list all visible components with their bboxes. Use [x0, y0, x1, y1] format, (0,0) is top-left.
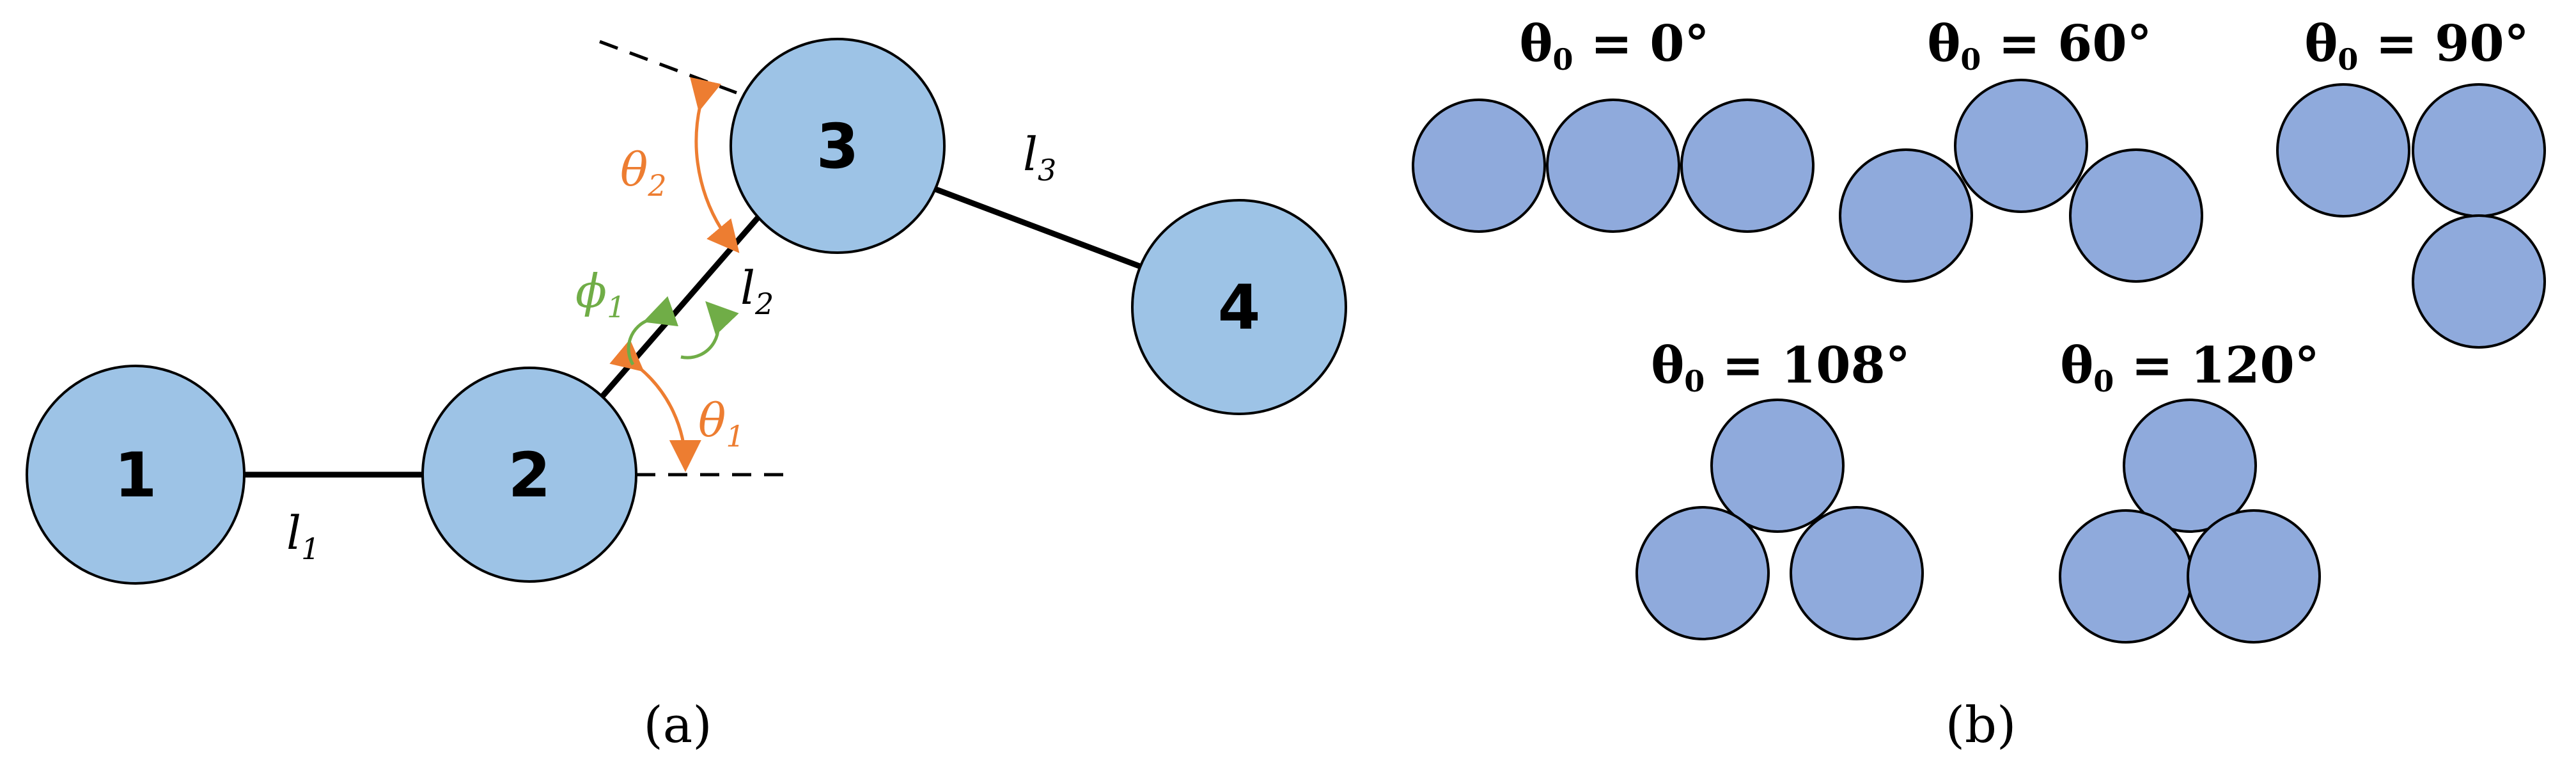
config-90-beads [2276, 83, 2546, 349]
caption-a: (a) [643, 697, 712, 754]
bead-1-label: 1 [114, 439, 157, 511]
config-title-60-sub: 0 [1960, 42, 1981, 77]
angle-arc-theta-1 [609, 339, 701, 472]
dihedral-label-phi-1: ϕ1 [575, 264, 625, 324]
config-0-bead [1546, 99, 1680, 233]
config-title-90: θ0 = 90° [2304, 15, 2529, 77]
config-title-90-base: θ [2304, 15, 2338, 73]
angle-label-theta-2-sub: 2 [647, 168, 666, 203]
bond-length-label-2-base: l [740, 261, 755, 315]
config-title-120-sub: 0 [2093, 364, 2114, 399]
config-90-bead [2412, 83, 2546, 217]
config-title-108-base: θ [1651, 336, 1684, 395]
bond-length-label-2: l2 [740, 261, 774, 321]
dihedral-arc-right [680, 301, 739, 360]
angle-label-theta-1-sub: 1 [726, 419, 744, 454]
config-60-bead [1839, 148, 1973, 283]
config-120-bead [2059, 509, 2193, 644]
config-title-60-base: θ [1927, 15, 1960, 73]
config-108-bead [1710, 399, 1845, 533]
config-60-beads [1839, 79, 2203, 283]
config-60-bead [1954, 79, 2088, 213]
bond-length-label-3-base: l [1023, 127, 1038, 181]
config-0-bead [1680, 99, 1815, 233]
config-title-0-sub: 0 [1553, 42, 1573, 77]
config-108-beads [1635, 399, 1924, 640]
angle-label-theta-1: θ1 [698, 393, 745, 454]
bead-4 [1131, 199, 1347, 415]
config-60-bead [2069, 148, 2203, 283]
bead-1 [26, 365, 246, 585]
config-title-0: θ0 = 0° [1520, 15, 1710, 77]
bead-2 [421, 367, 637, 583]
angle-label-theta-1-base: θ [698, 393, 726, 447]
bond-length-label-3-sub: 3 [1038, 153, 1056, 187]
config-title-108-value: = 108° [1705, 336, 1910, 395]
angle-label-theta-2: θ2 [620, 143, 667, 203]
config-0-bead [1412, 99, 1546, 233]
bond-length-label-3: l3 [1023, 127, 1056, 187]
bond-length-label-1-sub: 1 [301, 532, 320, 566]
bond-3-4 [925, 182, 1151, 273]
config-title-0-value: = 0° [1573, 15, 1710, 73]
panel-a: 1 2 3 4 l1 l2 l3 θ1 θ2 ϕ1 (a) [26, 38, 1347, 754]
angle-label-theta-2-base: θ [620, 143, 648, 196]
config-120-bead [2187, 509, 2321, 644]
config-108-bead [1790, 506, 1924, 640]
bond-length-label-1: l1 [286, 506, 320, 566]
bond-length-label-1-base: l [286, 506, 301, 560]
config-120-beads [2059, 399, 2321, 644]
config-90-bead [2276, 83, 2410, 217]
bond-length-label-2-sub: 2 [754, 287, 774, 321]
config-title-120-value: = 120° [2114, 336, 2319, 395]
bead-2-label: 2 [508, 439, 551, 511]
bead-4-label: 4 [1218, 272, 1261, 344]
config-title-90-value: = 90° [2358, 15, 2529, 73]
config-120-bead [2123, 399, 2257, 533]
config-title-60: θ0 = 60° [1927, 15, 2151, 77]
config-title-108: θ0 = 108° [1651, 336, 1910, 399]
config-title-0-base: θ [1520, 15, 1553, 73]
dihedral-label-phi-1-base: ϕ [575, 264, 607, 318]
angle-arc-theta-2 [690, 77, 740, 253]
config-title-120: θ0 = 120° [2060, 336, 2320, 399]
dihedral-arc-left [627, 296, 679, 366]
caption-b: (b) [1946, 697, 2017, 754]
dihedral-label-phi-1-sub: 1 [607, 290, 625, 324]
config-108-bead [1635, 506, 1770, 640]
reference-line-upper [599, 40, 737, 95]
config-title-90-sub: 0 [2338, 42, 2358, 77]
bead-3-label: 3 [816, 111, 859, 182]
config-title-60-value: = 60° [1981, 15, 2151, 73]
config-title-120-base: θ [2060, 336, 2093, 395]
config-title-108-sub: 0 [1684, 364, 1705, 399]
config-0-beads [1412, 99, 1815, 233]
panel-b: θ0 = 0° θ0 = 60° θ0 = 90° θ0 = 108° [1412, 15, 2546, 754]
config-90-bead [2412, 214, 2546, 349]
